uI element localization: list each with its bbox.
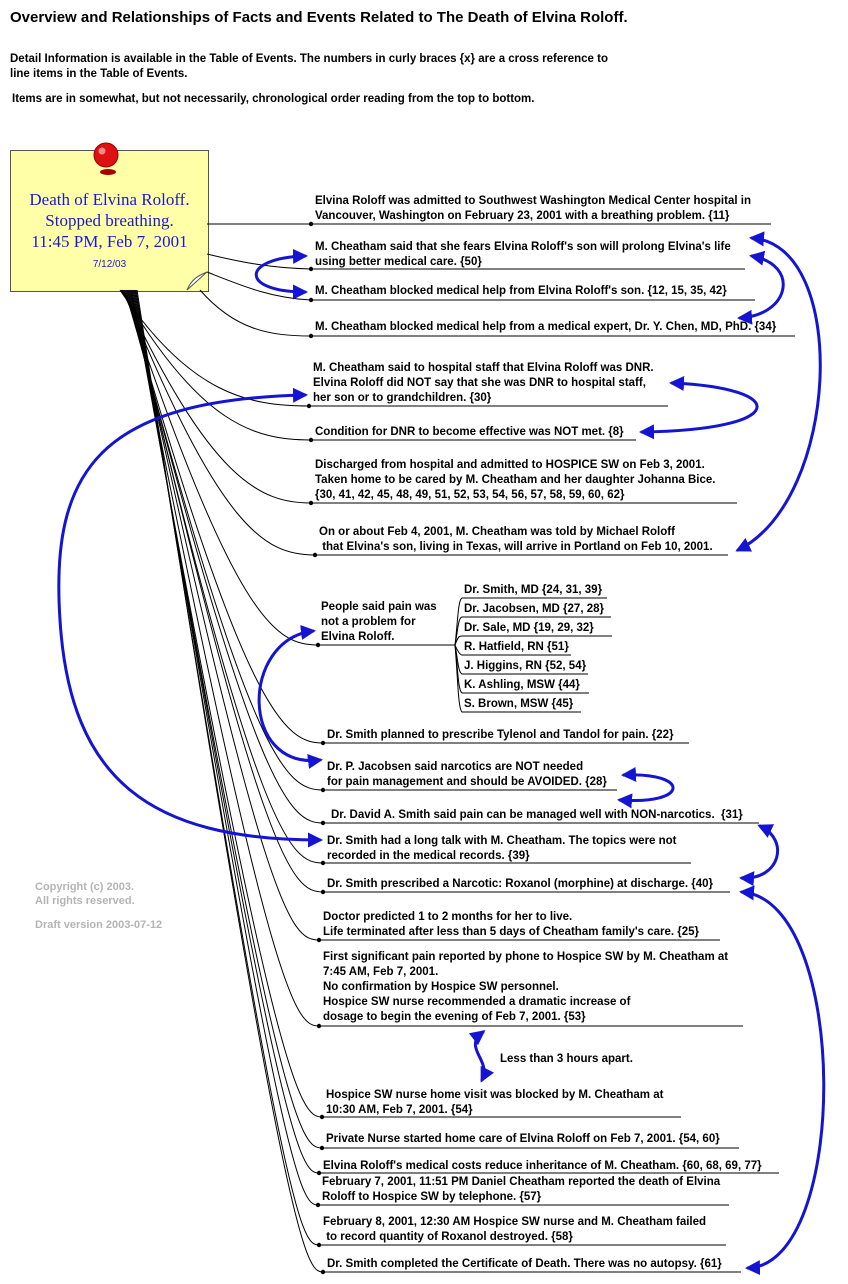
arrow-dnr-long-talk — [57, 387, 323, 848]
arrow-fears-blocked-right — [737, 250, 785, 325]
arrow-roxanol-certificate — [739, 885, 826, 1276]
event-son-arrival: On or about Feb 4, 2001, M. Cheatham was… — [319, 526, 713, 553]
intro-line-3: Items are in somewhat, but not necessari… — [12, 93, 535, 105]
page-title: Overview and Relationships of Facts and … — [10, 9, 628, 26]
event-jacobsen-narcotics: Dr. P. Jacobsen said narcotics are NOT n… — [327, 761, 607, 788]
arrow-pain-jacobsen — [257, 625, 323, 769]
event-pain-not-problem: People said pain was not a problem for E… — [321, 601, 437, 643]
intro-line-1: Detail Information is available in the T… — [10, 53, 608, 65]
event-roxanol-destroyed: February 8, 2001, 12:30 AM Hospice SW nu… — [323, 1216, 707, 1243]
copyright-line-2: All rights reserved. — [35, 895, 135, 907]
event-private-nurse: Private Nurse started home care of Elvin… — [326, 1133, 720, 1145]
pain-source-item: K. Ashling, MSW {44} — [464, 679, 580, 691]
pain-source-item: Dr. Sale, MD {19, 29, 32} — [464, 622, 594, 634]
event-certificate: Dr. Smith completed the Certificate of D… — [327, 1258, 722, 1270]
event-death-reported: February 7, 2001, 11:51 PM Daniel Cheath… — [322, 1176, 721, 1203]
event-fears-prolong: M. Cheatham said that she fears Elvina R… — [315, 241, 731, 268]
pain-source-item: Dr. Smith, MD {24, 31, 39} — [464, 584, 603, 596]
event-first-pain: First significant pain reported by phone… — [323, 951, 729, 1023]
event-dnr-claim: M. Cheatham said to hospital staff that … — [313, 362, 654, 404]
arrow-three-hours — [468, 1030, 495, 1083]
draft-version: Draft version 2003-07-12 — [35, 919, 163, 931]
event-long-talk: Dr. Smith had a long talk with M. Cheath… — [327, 835, 677, 862]
annotation-three-hours: Less than 3 hours apart. — [500, 1053, 633, 1065]
arrow-jacobsen-smith — [617, 766, 675, 809]
event-admitted: Elvina Roloff was admitted to Southwest … — [315, 195, 751, 222]
event-visit-blocked: Hospice SW nurse home visit was blocked … — [326, 1089, 664, 1116]
pain-source-item: R. Hatfield, RN {51} — [464, 641, 569, 653]
arrow-fears-arrival — [735, 231, 822, 552]
event-roxanol-prescribed: Dr. Smith prescribed a Narcotic: Roxanol… — [327, 878, 713, 890]
arrow-dnr — [639, 376, 759, 440]
event-discharged: Discharged from hospital and admitted to… — [315, 459, 716, 501]
pain-source-item: Dr. Jacobsen, MD {27, 28} — [464, 603, 604, 615]
arrow-fears-blocked — [255, 248, 308, 300]
pain-source-item: S. Brown, MSW {45} — [464, 698, 574, 710]
event-tylenol-plan: Dr. Smith planned to prescribe Tylenol a… — [327, 729, 674, 741]
arrow-smith-roxanol — [739, 824, 779, 887]
note-title: Death of Elvina Roloff. Stopped breathin… — [29, 190, 190, 251]
note-date: 7/12/03 — [92, 259, 127, 270]
event-smith-non-narcotics: Dr. David A. Smith said pain can be mana… — [331, 809, 743, 821]
pin-icon — [93, 142, 119, 175]
event-prediction: Doctor predicted 1 to 2 months for her t… — [323, 911, 699, 938]
intro-line-2: line items in the Table of Events. — [10, 68, 188, 80]
note-curl-icon — [186, 271, 208, 291]
copyright-line-1: Copyright (c) 2003. — [35, 881, 135, 893]
pain-source-item: J. Higgins, RN {52, 54} — [464, 660, 587, 672]
event-dnr-condition: Condition for DNR to become effective wa… — [315, 426, 624, 438]
event-blocked-expert: M. Cheatham blocked medical help from a … — [315, 321, 777, 333]
event-blocked-son: M. Cheatham blocked medical help from El… — [315, 285, 727, 297]
